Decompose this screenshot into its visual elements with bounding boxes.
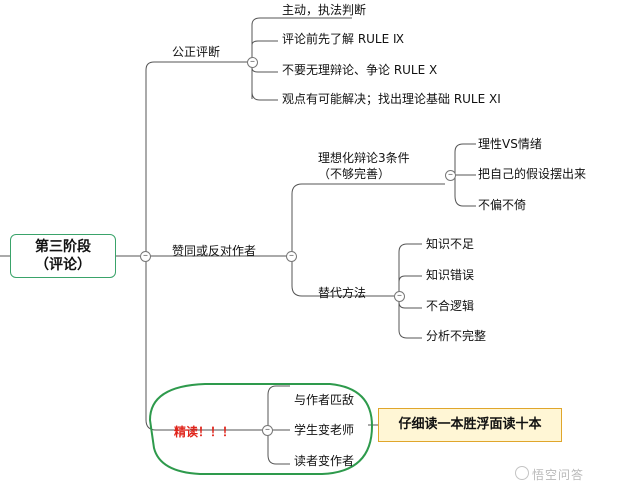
- sub2-item-3[interactable]: 不合逻辑: [426, 299, 475, 313]
- root-node[interactable]: 第三阶段 （评论）: [10, 234, 116, 278]
- branch1-item-3[interactable]: 不要无理辩论、争论 RULE Ⅹ: [282, 63, 438, 77]
- speech-bubble-icon: [515, 466, 529, 480]
- highlight-ellipse: [148, 383, 374, 475]
- root-collapse-icon[interactable]: –: [140, 251, 151, 262]
- watermark: 悟空问答: [532, 468, 585, 482]
- sub1-item-3[interactable]: 不偏不倚: [478, 198, 527, 212]
- branch3-collapse-icon[interactable]: –: [262, 425, 273, 436]
- sub1-title[interactable]: 理想化辩论3条件: [318, 151, 410, 165]
- sub2-item-4[interactable]: 分析不完整: [426, 329, 487, 343]
- branch1-item-2[interactable]: 评论前先了解 RULE Ⅸ: [282, 32, 405, 46]
- sub2-collapse-icon[interactable]: –: [394, 291, 405, 302]
- sub1-item-2[interactable]: 把自己的假设摆出来: [478, 167, 587, 181]
- branch3-item-1[interactable]: 与作者匹敌: [294, 393, 355, 407]
- sub2-item-1[interactable]: 知识不足: [426, 237, 475, 251]
- branch3-item-2[interactable]: 学生变老师: [294, 423, 355, 437]
- branch1-label[interactable]: 公正评断: [172, 45, 221, 59]
- branch3-label[interactable]: 精读！！！: [174, 425, 235, 439]
- sub2-label[interactable]: 替代方法: [318, 286, 367, 300]
- branch1-item-4[interactable]: 观点有可能解决；找出理论基础 RULE ⅩⅠ: [282, 92, 501, 106]
- callout-box[interactable]: 仔细读一本胜浮面读十本: [378, 408, 562, 442]
- sub2-item-2[interactable]: 知识错误: [426, 268, 475, 282]
- sub1-item-1[interactable]: 理性VS情绪: [478, 137, 542, 151]
- branch1-collapse-icon[interactable]: –: [247, 57, 258, 68]
- branch3-item-3[interactable]: 读者变作者: [294, 454, 355, 468]
- sub1-collapse-icon[interactable]: –: [445, 170, 456, 181]
- sub1-subtitle: （不够完善）: [318, 167, 391, 181]
- branch2-label[interactable]: 赞同或反对作者: [172, 244, 257, 258]
- branch2-collapse-icon[interactable]: –: [286, 251, 297, 262]
- root-title: 第三阶段: [35, 239, 91, 255]
- root-subtitle: （评论）: [35, 257, 91, 273]
- branch1-item-1[interactable]: 主动，执法判断: [282, 3, 367, 17]
